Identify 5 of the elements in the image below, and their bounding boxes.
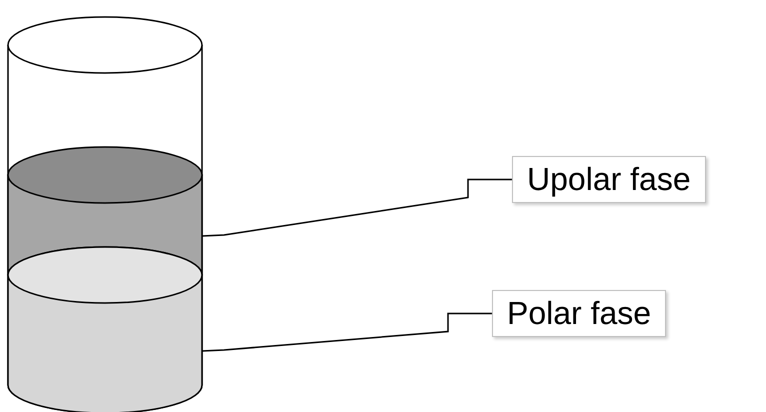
leader-line <box>202 312 492 352</box>
label-box: Upolar fase <box>512 156 706 203</box>
lower-layer <box>7 246 203 412</box>
label-box: Polar fase <box>492 290 666 337</box>
leader-line <box>202 178 512 237</box>
